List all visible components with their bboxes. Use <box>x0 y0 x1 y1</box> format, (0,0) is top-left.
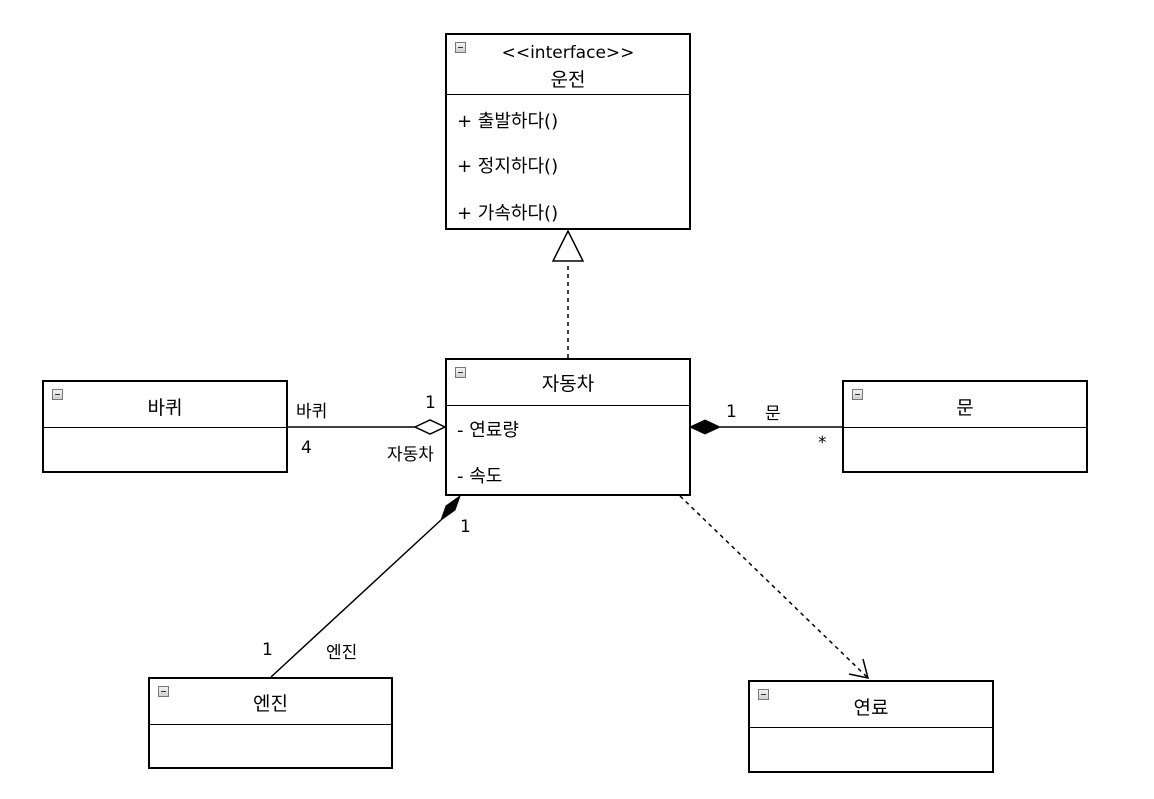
multiplicity-engine: 1 <box>262 640 273 660</box>
method-stop: + 정지하다() <box>457 156 559 177</box>
class-door-header: 문 <box>844 382 1086 428</box>
multiplicity-car-door: 1 <box>726 402 737 422</box>
multiplicity-wheel: 4 <box>301 438 312 458</box>
interface-run-box[interactable]: <<interface>> 운전 + 출발하다() + 정지하다() + 가속하… <box>445 33 691 230</box>
class-wheel-box[interactable]: 바퀴 <box>42 380 288 473</box>
collapse-icon[interactable] <box>758 689 769 700</box>
role-label-door: 문 <box>765 404 781 424</box>
realization-arrowhead <box>551 229 585 262</box>
collapse-icon[interactable] <box>852 389 863 400</box>
class-fuel-header: 연료 <box>750 682 992 728</box>
attribute-fuel-amount: - 연료량 <box>457 420 519 441</box>
class-fuel-box[interactable]: 연료 <box>748 680 994 773</box>
multiplicity-car-engine: 1 <box>460 517 471 537</box>
class-door-name: 문 <box>956 397 974 419</box>
aggregation-diamond <box>413 419 447 435</box>
role-label-car: 자동차 <box>387 445 434 465</box>
dependency-arrowhead <box>848 658 870 679</box>
interface-stereotype: <<interface>> <box>501 43 635 63</box>
role-label-engine: 엔진 <box>326 643 358 663</box>
collapse-icon[interactable] <box>455 42 466 53</box>
class-engine-header: 엔진 <box>150 679 391 725</box>
method-accelerate: + 가속하다() <box>457 203 559 224</box>
class-wheel-name: 바퀴 <box>147 397 183 419</box>
class-wheel-header: 바퀴 <box>44 382 286 428</box>
composition-diamond-engine <box>439 494 462 522</box>
interface-run-header: <<interface>> 운전 <box>447 35 689 95</box>
composition-line-engine <box>270 519 442 678</box>
multiplicity-door: * <box>818 433 827 453</box>
interface-name: 운전 <box>550 69 586 91</box>
class-car-name: 자동차 <box>541 373 595 395</box>
class-engine-name: 엔진 <box>253 693 288 715</box>
dependency-line <box>679 495 869 679</box>
class-fuel-name: 연료 <box>853 697 889 719</box>
collapse-icon[interactable] <box>52 389 63 400</box>
composition-diamond-door <box>688 419 722 435</box>
class-engine-box[interactable]: 엔진 <box>148 677 393 769</box>
collapse-icon[interactable] <box>455 367 466 378</box>
multiplicity-car-wheel: 1 <box>425 393 436 413</box>
class-car-box[interactable]: 자동차 - 연료량 - 속도 <box>445 358 691 496</box>
attribute-speed: - 속도 <box>457 466 503 487</box>
role-label-wheel: 바퀴 <box>296 402 328 422</box>
class-door-box[interactable]: 문 <box>842 380 1088 473</box>
collapse-icon[interactable] <box>158 686 169 697</box>
class-car-header: 자동차 <box>447 360 689 406</box>
method-start: + 출발하다() <box>457 111 559 132</box>
